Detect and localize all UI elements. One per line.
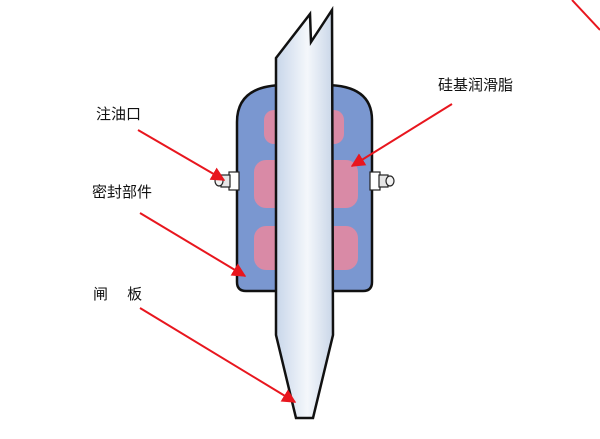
label-silicone-grease: 硅基润滑脂 bbox=[438, 76, 514, 94]
label-gate-plate: 闸 板 bbox=[93, 285, 143, 303]
arrow-seal-component bbox=[139, 212, 247, 277]
arrow-gate-plate bbox=[139, 307, 297, 403]
decorative-line bbox=[571, 0, 600, 31]
label-seal-component: 密封部件 bbox=[92, 183, 153, 201]
grease-nipple-icon bbox=[214, 171, 240, 191]
grease-nipple-icon bbox=[369, 171, 395, 191]
arrow-silicone-grease bbox=[350, 103, 453, 167]
label-grease-inlet: 注油口 bbox=[96, 105, 142, 123]
gate-plate bbox=[274, 5, 335, 420]
arrow-grease-inlet bbox=[137, 129, 226, 181]
